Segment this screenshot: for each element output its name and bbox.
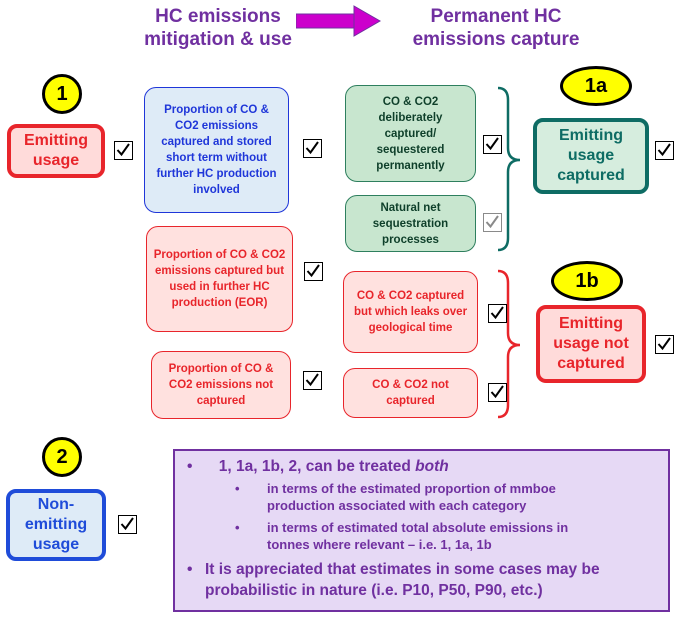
co-not-captured-text: CO & CO2 not captured <box>372 379 449 407</box>
emitting-usage-label: Emitting usage <box>24 132 88 169</box>
red-brace-icon <box>497 269 521 419</box>
note-sub-2-line1: in terms of estimated total absolute emi… <box>267 520 569 535</box>
marker-1: 1 <box>42 74 82 114</box>
not-captured-proportion-check-icon <box>303 371 322 390</box>
right-arrow-icon <box>296 5 382 37</box>
note-bullet-2-line2: probabilistic in nature (i.e. P10, P50, … <box>205 582 543 599</box>
note-sub-2: • in terms of estimated total absolute e… <box>235 519 568 553</box>
emitting-usage-not-captured-box: Emitting usage not captured <box>536 305 646 383</box>
emitting-usage-captured-label: Emitting usage captured <box>557 127 625 184</box>
note-bullet-2: • It is appreciated that estimates in so… <box>187 559 600 601</box>
bullet-dot-icon: • <box>187 561 193 578</box>
emitting-usage-captured-box: Emitting usage captured <box>533 118 649 194</box>
emitting-usage-check-icon <box>114 141 133 160</box>
header-left-line1: HC emissions <box>155 6 281 27</box>
captured-short-term-check-icon <box>303 139 322 158</box>
notes-box: • 1, 1a, 1b, 2, can be treated both • in… <box>173 449 670 612</box>
header-right-line2: emissions capture <box>412 29 580 50</box>
header-right: Permanent HC emissions capture <box>398 5 594 51</box>
leaks-geological-box: CO & CO2 captured but which leaks over g… <box>343 271 478 353</box>
header-right-line1: Permanent HC <box>430 6 562 27</box>
leaks-geological-check-icon <box>488 304 507 323</box>
marker-1a: 1a <box>560 66 632 106</box>
leaks-geological-text: CO & CO2 captured but which leaks over g… <box>353 290 468 334</box>
note-sub-1-line2: production associated with each category <box>267 498 527 513</box>
teal-brace-icon <box>497 86 521 252</box>
natural-sequestration-text: Natural net sequestration processes <box>372 201 449 246</box>
co-not-captured-box: CO & CO2 not captured <box>343 368 478 418</box>
header-left-line2: mitigation & use <box>144 29 292 50</box>
bullet-dot-icon: • <box>187 458 193 475</box>
not-captured-proportion-text: Proportion of CO & CO2 emissions not cap… <box>168 363 274 407</box>
captured-short-term-box: Proportion of CO & CO2 emissions capture… <box>144 87 289 213</box>
emitting-usage-not-captured-label: Emitting usage not captured <box>553 315 629 372</box>
non-emitting-usage-check-icon <box>118 515 137 534</box>
sequestered-permanently-box: CO & CO2 deliberately captured/ sequeste… <box>345 85 476 182</box>
emitting-usage-not-captured-check-icon <box>655 335 674 354</box>
captured-eor-box: Proportion of CO & CO2 emissions capture… <box>146 226 293 332</box>
note-bullet-2-line1: It is appreciated that estimates in some… <box>205 561 600 578</box>
captured-eor-check-icon <box>304 262 323 281</box>
non-emitting-usage-box: Non-emitting usage <box>6 489 106 561</box>
marker-1b: 1b <box>551 261 623 301</box>
captured-short-term-text: Proportion of CO & CO2 emissions capture… <box>156 104 277 196</box>
note-bullet-1-emphasis: both <box>415 458 449 475</box>
note-sub-2-line2: tonnes where relevant – i.e. 1, 1a, 1b <box>267 537 492 552</box>
sequestered-permanently-check-icon <box>483 135 502 154</box>
note-bullet-1: • 1, 1a, 1b, 2, can be treated both <box>187 458 449 476</box>
not-captured-proportion-box: Proportion of CO & CO2 emissions not cap… <box>151 351 291 419</box>
natural-sequestration-check-icon <box>483 213 502 232</box>
sub-bullet-dot-icon: • <box>235 481 240 496</box>
note-sub-1-line1: in terms of the estimated proportion of … <box>267 481 556 496</box>
non-emitting-usage-label: Non-emitting usage <box>24 496 88 553</box>
sequestered-permanently-text: CO & CO2 deliberately captured/ sequeste… <box>376 95 445 172</box>
co-not-captured-check-icon <box>488 383 507 402</box>
sub-bullet-dot-icon: • <box>235 520 240 535</box>
note-sub-1: • in terms of the estimated proportion o… <box>235 480 556 514</box>
emitting-usage-box: Emitting usage <box>7 124 105 178</box>
note-bullet-1-lead: 1, 1a, 1b, 2, can be treated <box>218 458 416 475</box>
header-left: HC emissions mitigation & use <box>128 5 308 51</box>
emitting-usage-captured-check-icon <box>655 141 674 160</box>
captured-eor-text: Proportion of CO & CO2 emissions capture… <box>153 249 286 309</box>
natural-sequestration-box: Natural net sequestration processes <box>345 195 476 252</box>
marker-2: 2 <box>42 437 82 477</box>
